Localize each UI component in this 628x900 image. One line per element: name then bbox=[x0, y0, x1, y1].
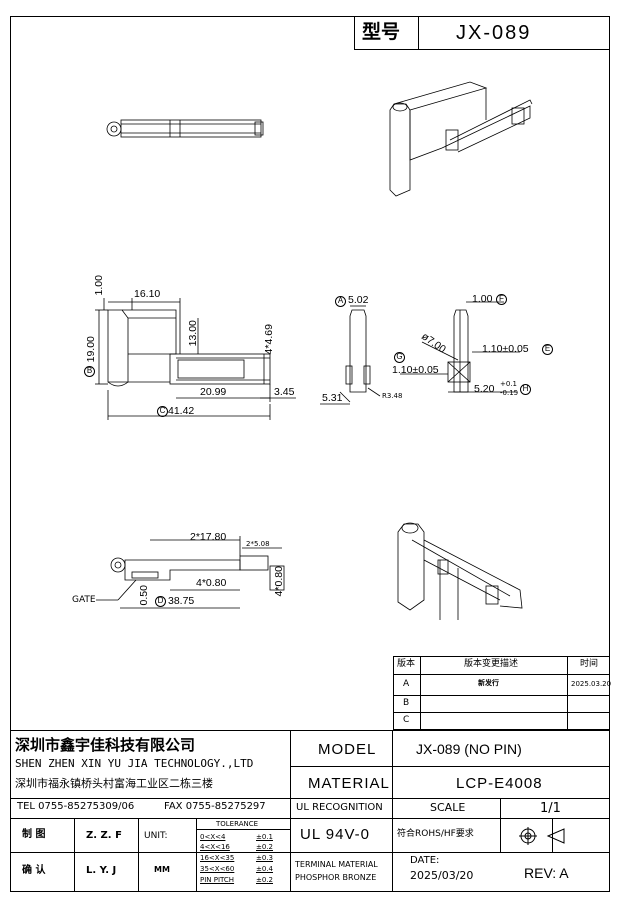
rev-row-a-ver: A bbox=[403, 679, 410, 689]
rev-header-date: 时间 bbox=[580, 659, 599, 669]
tol-title: TOLERANCE bbox=[216, 820, 259, 828]
dim-5-02: 5.02 bbox=[348, 294, 369, 306]
bottom-side-view bbox=[96, 536, 285, 609]
tb-check-label: 确 认 bbox=[22, 865, 46, 876]
tb-date-value: 2025/03/20 bbox=[410, 869, 474, 882]
dim-5-31: 5.31 bbox=[322, 392, 343, 404]
dim-5-20-tol-dn: -0.15 bbox=[500, 389, 519, 397]
dim-2x5-08: 2*5.08 bbox=[246, 540, 270, 548]
tb-material-value: LCP-E4008 bbox=[456, 775, 543, 792]
side-view-b bbox=[400, 301, 520, 393]
tol-range-4: PIN PITCH bbox=[200, 876, 235, 884]
dim-e-tag: E bbox=[542, 344, 553, 355]
dim-1-00: 1.00 bbox=[92, 275, 105, 296]
gate-label: GATE bbox=[72, 595, 96, 605]
header-model-label: 型号 bbox=[362, 21, 401, 43]
tb-unit-label: UNIT: bbox=[144, 831, 168, 841]
dim-19-00: 19.00 bbox=[84, 336, 97, 363]
title-block bbox=[10, 730, 610, 892]
dim-f-tag: F bbox=[496, 294, 507, 305]
revision-table bbox=[393, 656, 610, 730]
tb-terminal-material: TERMINAL MATERIAL bbox=[295, 860, 378, 869]
top-iso-view bbox=[389, 81, 533, 197]
top-side-view bbox=[106, 119, 264, 138]
tb-scale-value: 1/1 bbox=[540, 801, 561, 816]
tol-range-2: 16<X<35 bbox=[200, 854, 235, 862]
projection-icon bbox=[519, 827, 565, 845]
dim-4x0-80-b: 4*0.80 bbox=[272, 566, 285, 597]
rev-header-ver: 版本 bbox=[397, 659, 416, 669]
dim-13-00: 13.00 bbox=[186, 320, 199, 347]
front-view bbox=[95, 298, 296, 420]
tol-val-1: ±0.2 bbox=[256, 843, 273, 851]
dim-19-tag: B bbox=[84, 366, 95, 377]
rev-row-a-desc: 新发行 bbox=[478, 679, 499, 687]
tol-range-0: 0<X<4 bbox=[200, 833, 226, 841]
tb-scale-label: SCALE bbox=[430, 801, 466, 814]
dim-20-99: 20.99 bbox=[200, 386, 227, 398]
tb-material-label: MATERIAL bbox=[308, 775, 390, 792]
tb-ul-label: UL RECOGNITION bbox=[296, 802, 383, 813]
tb-drawn-label: 制 图 bbox=[22, 829, 46, 840]
dim-a-tag: A bbox=[335, 296, 346, 307]
company-fax: FAX 0755-85275297 bbox=[164, 801, 266, 812]
tb-model-value: JX-089 (NO PIN) bbox=[416, 741, 522, 757]
tb-rohs: 符合ROHS/HF要求 bbox=[397, 829, 474, 839]
dim-1-10-e: 1.10±0.05 bbox=[482, 343, 529, 355]
rev-row-c-ver: C bbox=[403, 715, 410, 725]
dim-r3-48: R3.48 bbox=[382, 392, 403, 400]
tb-unit-value: MM bbox=[154, 865, 170, 874]
tol-val-0: ±0.1 bbox=[256, 833, 273, 841]
dim-1-10-g: 1.10±0.05 bbox=[392, 364, 439, 376]
tol-val-3: ±0.4 bbox=[256, 865, 273, 873]
dim-41-42: 41.42 bbox=[168, 405, 195, 417]
tb-terminal-value: PHOSPHOR BRONZE bbox=[295, 873, 377, 882]
tb-ul-value: UL 94V-0 bbox=[300, 826, 370, 843]
dim-g-tag: G bbox=[394, 352, 405, 363]
company-name-cn: 深圳市鑫宇佳科技有限公司 bbox=[15, 736, 196, 754]
dim-1-00-e: 1.00 bbox=[472, 293, 493, 305]
dim-d-tag: D bbox=[155, 596, 166, 607]
dim-5-20-tol-up: +0.1 bbox=[500, 380, 517, 388]
dim-0-50: 0.50 bbox=[137, 585, 150, 606]
dim-5-20: 5.20 bbox=[474, 383, 495, 395]
tol-range-3: 35<X<60 bbox=[200, 865, 235, 873]
dim-4x0-80-a: 4*0.80 bbox=[196, 577, 227, 589]
tb-check-value: L. Y. J bbox=[86, 865, 117, 876]
dim-3-45: 3.45 bbox=[274, 386, 295, 398]
tol-range-1: 4<X<16 bbox=[200, 843, 230, 851]
tol-val-2: ±0.3 bbox=[256, 854, 273, 862]
bottom-iso-view bbox=[397, 522, 523, 620]
tb-rev: REV: A bbox=[524, 865, 569, 881]
rev-header-desc: 版本变更描述 bbox=[464, 659, 519, 669]
dim-16-10: 16.10 bbox=[134, 288, 161, 300]
dim-4x4-69: 4*4.69 bbox=[262, 324, 275, 355]
tb-date-label: DATE: bbox=[410, 855, 440, 866]
rev-row-a-date: 2025.03.20 bbox=[571, 680, 612, 688]
tb-drawn-value: Z. Z. F bbox=[86, 830, 122, 841]
header-model-value: JX-089 bbox=[456, 22, 532, 44]
dim-41-tag: C bbox=[157, 406, 168, 417]
company-address: 深圳市福永镇桥头村富海工业区二栋三楼 bbox=[15, 777, 213, 790]
side-view-a bbox=[320, 305, 381, 405]
dim-2x17-80: 2*17.80 bbox=[190, 531, 227, 543]
dim-h-tag: H bbox=[520, 384, 531, 395]
company-name-en: SHEN ZHEN XIN YU JIA TECHNOLOGY.,LTD bbox=[15, 757, 254, 770]
dim-38-75: 38.75 bbox=[168, 595, 195, 607]
company-tel: TEL 0755-85275309/06 bbox=[17, 801, 135, 812]
tb-model-label: MODEL bbox=[318, 741, 377, 758]
tol-val-4: ±0.2 bbox=[256, 876, 273, 884]
header-model-box bbox=[354, 16, 610, 50]
rev-row-b-ver: B bbox=[403, 698, 410, 708]
